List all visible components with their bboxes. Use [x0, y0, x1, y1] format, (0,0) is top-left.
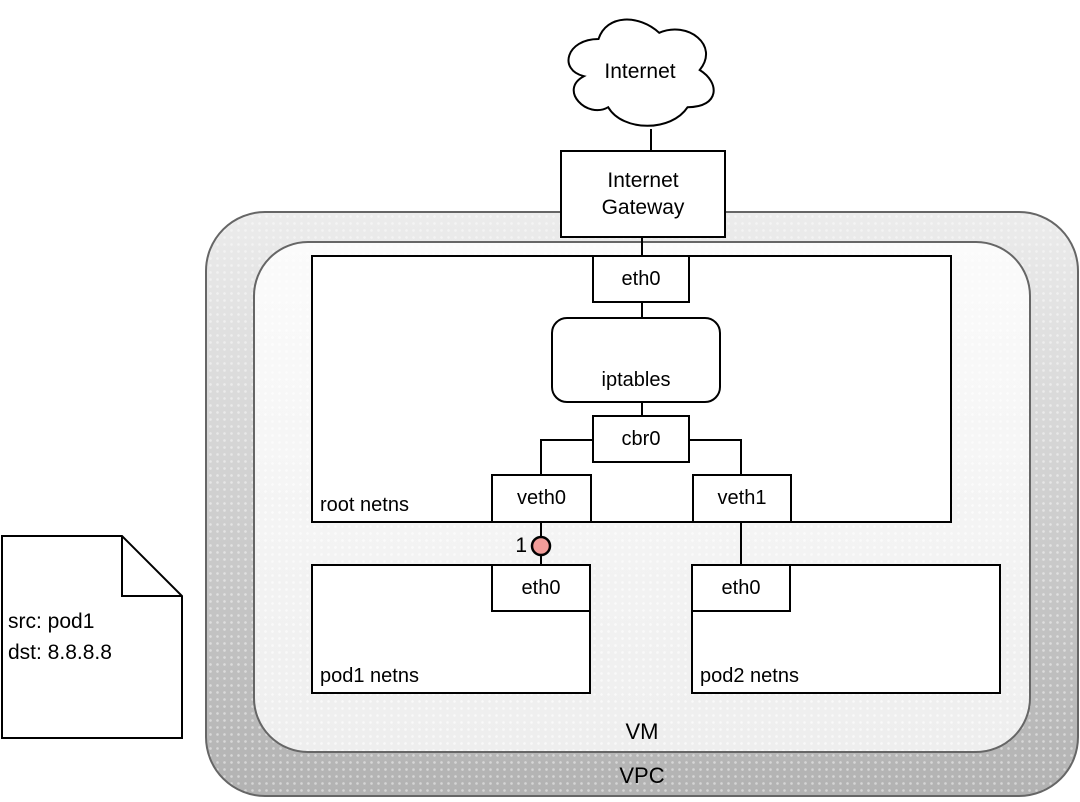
step-1-marker-icon [530, 535, 552, 557]
note-fold [121, 536, 182, 597]
pod2-netns-label: pod2 netns [700, 665, 799, 687]
iptables-box: iptables [551, 317, 721, 403]
pod1-netns-label: pod1 netns [320, 665, 419, 687]
internet-cloud-icon [567, 18, 715, 127]
pod1-eth0-box: eth0 [491, 564, 591, 612]
vpc-label: VPC [619, 763, 665, 788]
packet-note-icon [1, 535, 183, 739]
packet-src-line: src: pod1 [8, 610, 95, 633]
packet-note-text: src: pod1 dst: 8.8.8.8 [8, 606, 178, 668]
internet-gateway-label-line1: Internet [607, 169, 679, 192]
veth0-box: veth0 [491, 474, 592, 523]
step-1-label: 1 [515, 534, 527, 557]
internet-cloud-label: Internet [604, 60, 676, 83]
internet-gateway-label-line2: Gateway [601, 196, 685, 219]
root-netns-label: root netns [320, 494, 409, 516]
cbr0-box: cbr0 [592, 415, 690, 463]
pod2-eth0-box: eth0 [691, 564, 791, 612]
internet-gateway-box: Internet Gateway [560, 150, 726, 238]
iptables-label: iptables [601, 369, 671, 391]
packet-dst-line: dst: 8.8.8.8 [8, 641, 112, 664]
veth1-box: veth1 [692, 474, 792, 523]
root-eth0-box: eth0 [592, 255, 690, 303]
vm-label: VM [625, 719, 659, 744]
